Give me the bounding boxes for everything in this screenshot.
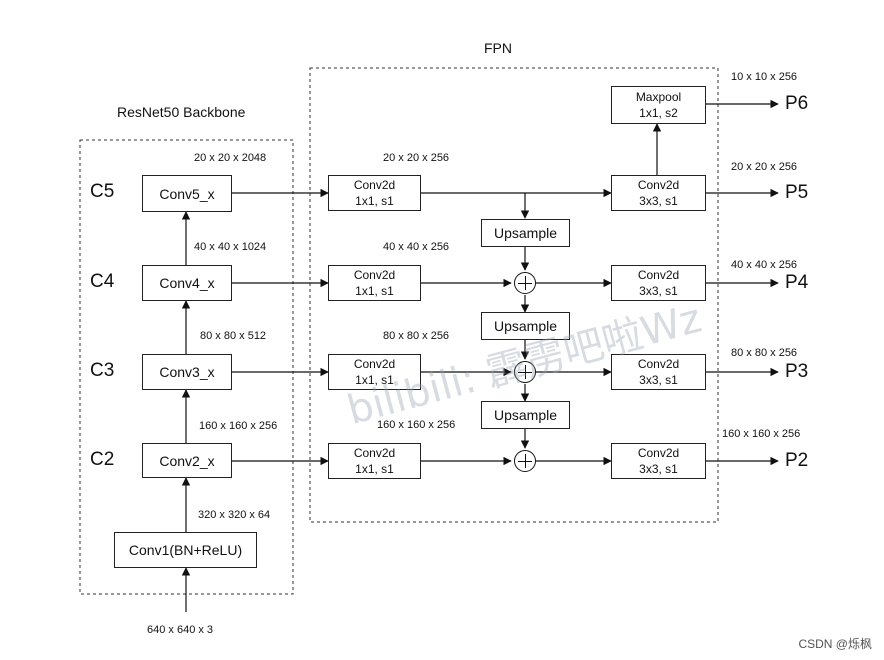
dim-c5: 20 x 20 x 2048 xyxy=(194,152,267,164)
conv1-label: Conv1(BN+ReLU) xyxy=(128,542,243,558)
level-c2: C2 xyxy=(90,449,115,470)
output-conv-p2: Conv2d 3x3, s1 xyxy=(611,443,706,479)
output-p4: P4 xyxy=(785,272,809,293)
upsample-block-2: Upsample xyxy=(481,312,570,340)
footer-credit: CSDN @烁枫 xyxy=(798,637,872,651)
output-p3-line2: 3x3, s1 xyxy=(639,373,678,387)
upsample-2-label: Upsample xyxy=(493,318,558,334)
lateral-c4-line1: Conv2d xyxy=(353,268,396,282)
backbone-frame xyxy=(79,139,294,595)
output-p4-line1: Conv2d xyxy=(637,268,680,282)
lateral-conv-c2: Conv2d 1x1, s1 xyxy=(328,443,421,479)
output-p4-line2: 3x3, s1 xyxy=(639,284,678,298)
output-p6: P6 xyxy=(785,93,809,114)
lateral-c3-line1: Conv2d xyxy=(353,357,396,371)
dim-c4: 40 x 40 x 1024 xyxy=(194,241,267,253)
upsample-block-3: Upsample xyxy=(481,401,570,429)
level-c4: C4 xyxy=(90,271,115,292)
output-conv-p4: Conv2d 3x3, s1 xyxy=(611,265,706,301)
maxpool-line1: Maxpool xyxy=(635,90,682,104)
output-dim-p4: 40 x 40 x 256 xyxy=(731,259,798,271)
output-dim-p6: 10 x 10 x 256 xyxy=(731,71,798,83)
lateral-c5-line1: Conv2d xyxy=(353,178,396,192)
conv1-block: Conv1(BN+ReLU) xyxy=(114,532,257,568)
dim-c3: 80 x 80 x 512 xyxy=(200,330,267,342)
output-dim-p3: 80 x 80 x 256 xyxy=(731,347,798,359)
output-dim-p2: 160 x 160 x 256 xyxy=(722,428,801,440)
output-p3: P3 xyxy=(785,361,809,382)
lateral-conv-c5: Conv2d 1x1, s1 xyxy=(328,175,421,211)
lateral-dim-c2: 160 x 160 x 256 xyxy=(377,419,456,431)
level-c3: C3 xyxy=(90,360,115,381)
fpn-title: FPN xyxy=(484,40,512,56)
fpn-frame xyxy=(309,67,719,523)
add-node-p4 xyxy=(514,272,536,294)
conv4-block: Conv4_x xyxy=(142,265,232,301)
backbone-title: ResNet50 Backbone xyxy=(117,104,246,120)
conv4-label: Conv4_x xyxy=(159,275,215,291)
maxpool-line2: 1x1, s2 xyxy=(639,106,678,120)
lateral-dim-c4: 40 x 40 x 256 xyxy=(383,241,450,253)
dim-c1: 320 x 320 x 64 xyxy=(198,509,271,521)
lateral-c4-line2: 1x1, s1 xyxy=(355,284,394,298)
conv2-label: Conv2_x xyxy=(159,452,215,469)
lateral-dim-c5: 20 x 20 x 256 xyxy=(383,152,450,164)
maxpool-block: Maxpool 1x1, s2 xyxy=(611,86,706,124)
lateral-conv-c3: Conv2d 1x1, s1 xyxy=(328,354,421,390)
lateral-dim-c3: 80 x 80 x 256 xyxy=(383,330,450,342)
output-conv-p5: Conv2d 3x3, s1 xyxy=(611,175,706,211)
conv5-label: Conv5_x xyxy=(159,185,215,202)
lateral-c5-line2: 1x1, s1 xyxy=(355,194,394,208)
add-node-p3 xyxy=(514,361,536,383)
output-p2-line1: Conv2d xyxy=(637,446,680,460)
level-c5: C5 xyxy=(90,181,115,202)
upsample-3-label: Upsample xyxy=(493,407,558,423)
conv2-block: Conv2_x xyxy=(142,443,232,478)
output-dim-p5: 20 x 20 x 256 xyxy=(731,161,798,173)
output-p2-line2: 3x3, s1 xyxy=(639,462,678,476)
output-p5-line2: 3x3, s1 xyxy=(639,194,678,208)
dim-c2: 160 x 160 x 256 xyxy=(199,420,278,432)
lateral-conv-c4: Conv2d 1x1, s1 xyxy=(328,265,421,301)
lateral-c2-line2: 1x1, s1 xyxy=(355,462,394,476)
output-p3-line1: Conv2d xyxy=(637,357,680,371)
dim-input: 640 x 640 x 3 xyxy=(147,624,214,636)
output-conv-p3: Conv2d 3x3, s1 xyxy=(611,354,706,390)
conv3-label: Conv3_x xyxy=(159,364,215,380)
lateral-c3-line2: 1x1, s1 xyxy=(355,373,394,387)
upsample-block-1: Upsample xyxy=(481,219,570,247)
conv5-block: Conv5_x xyxy=(142,175,232,212)
upsample-1-label: Upsample xyxy=(493,225,558,241)
lateral-c2-line1: Conv2d xyxy=(353,446,396,460)
conv3-block: Conv3_x xyxy=(142,354,232,390)
add-node-p2 xyxy=(514,450,536,472)
output-p5-line1: Conv2d xyxy=(637,178,680,192)
output-p5: P5 xyxy=(785,182,809,203)
output-p2: P2 xyxy=(785,450,809,471)
